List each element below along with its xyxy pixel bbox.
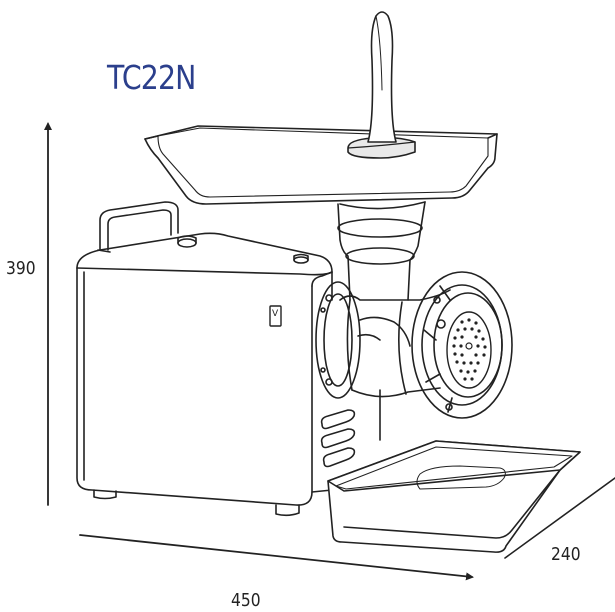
outlet-tray bbox=[327, 440, 581, 553]
depth-dimension-label: 240 bbox=[551, 544, 581, 565]
pusher bbox=[347, 11, 416, 159]
model-title: TC22N bbox=[107, 58, 196, 97]
hopper-tray bbox=[144, 125, 498, 205]
height-dimension-label: 390 bbox=[6, 258, 36, 279]
motor-housing bbox=[76, 232, 381, 517]
motor-plate-label: V bbox=[272, 309, 279, 319]
depth-dimension-line bbox=[504, 477, 615, 559]
grinder-head bbox=[315, 201, 513, 419]
width-dimension-line bbox=[79, 534, 474, 581]
width-dimension-label: 450 bbox=[231, 590, 261, 611]
grinder-plate-holes bbox=[452, 318, 487, 381]
